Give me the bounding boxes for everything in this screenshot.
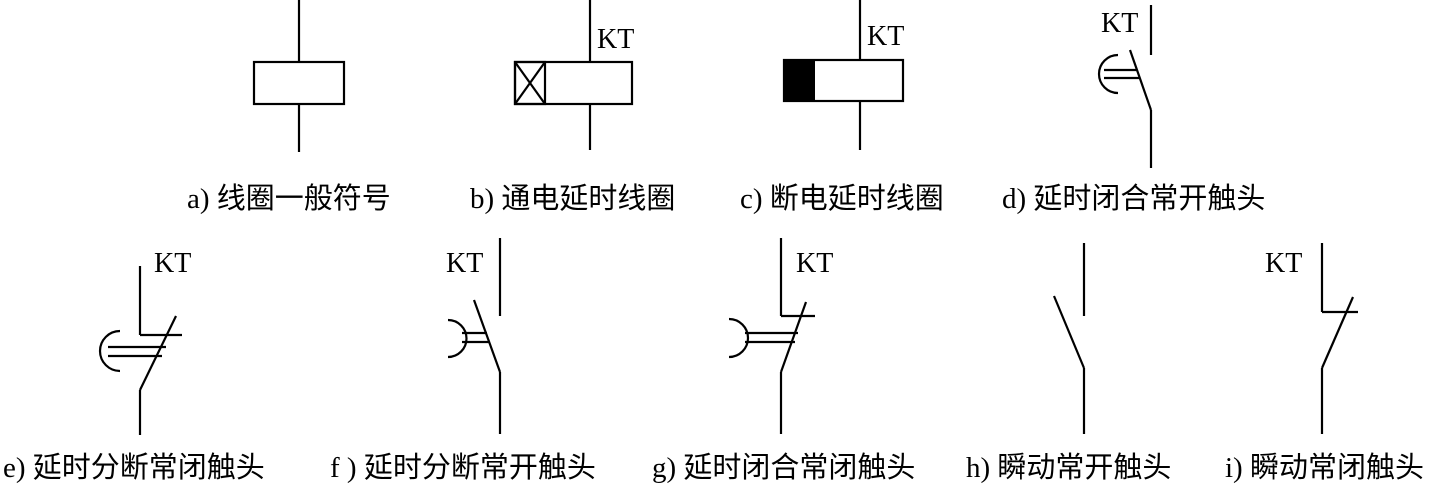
- symbol-i-instant-nc-contact: KT i) 瞬动常闭触头: [1225, 243, 1424, 484]
- tag-i: KT: [1265, 248, 1302, 279]
- caption-e: e) 延时分断常闭触头: [3, 451, 265, 484]
- symbol-f-delayed-open-no-contact: KT f ) 延时分断常开触头: [330, 238, 596, 484]
- caption-b: b) 通电延时线圈: [470, 182, 675, 215]
- tag-c: KT: [867, 21, 904, 52]
- caption-a: a) 线圈一般符号: [187, 182, 391, 215]
- symbol-g-delayed-close-nc-contact: KT g) 延时闭合常闭触头: [652, 238, 915, 484]
- tag-b: KT: [597, 24, 634, 55]
- symbol-h-instant-no-contact: h) 瞬动常开触头: [966, 243, 1171, 484]
- symbol-b-on-delay-coil: KT b) 通电延时线圈: [470, 0, 675, 215]
- symbol-d-delayed-close-no-contact: KT d) 延时闭合常开触头: [1002, 5, 1265, 215]
- tag-g: KT: [796, 248, 833, 279]
- caption-g: g) 延时闭合常闭触头: [652, 451, 915, 484]
- caption-f: f ) 延时分断常开触头: [330, 451, 596, 484]
- caption-d: d) 延时闭合常开触头: [1002, 182, 1265, 215]
- caption-i: i) 瞬动常闭触头: [1225, 451, 1424, 484]
- symbol-e-delayed-open-nc-contact: KT e) 延时分断常闭触头: [3, 248, 265, 484]
- caption-c: c) 断电延时线圈: [740, 182, 944, 215]
- tag-e: KT: [154, 248, 191, 279]
- symbol-a-coil-general: a) 线圈一般符号: [187, 0, 391, 215]
- filled-block-icon: [784, 60, 815, 101]
- tag-f: KT: [446, 248, 483, 279]
- caption-h: h) 瞬动常开触头: [966, 451, 1171, 484]
- tag-d: KT: [1101, 8, 1138, 39]
- symbol-c-off-delay-coil: KT c) 断电延时线圈: [740, 0, 944, 215]
